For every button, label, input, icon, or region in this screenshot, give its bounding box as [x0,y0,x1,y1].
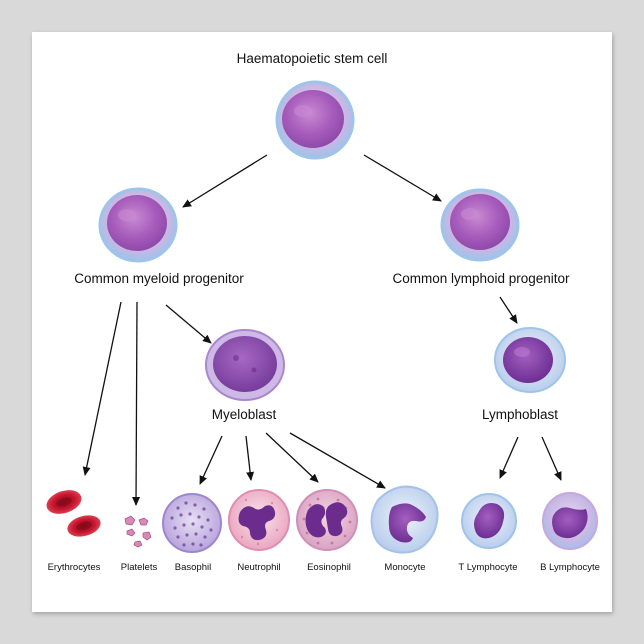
b-lymphocyte-image [542,492,598,550]
arrow-lymphoblast-to-t-lymphocyte [499,436,519,479]
lymphoid-progenitor-image [440,188,520,262]
label-platelets: Platelets [121,562,158,573]
arrow-stem-to-lymphoid [363,154,442,202]
label-erythrocytes: Erythrocytes [48,562,101,573]
myeloid-progenitor-image [98,187,178,263]
label-stem-cell: Haematopoietic stem cell [237,51,388,66]
t-lymphocyte-image [461,493,517,549]
stem-cell-image [275,80,355,160]
arrow-lymphoblast-to-b-lymphocyte [541,436,562,481]
basophil-image [162,493,222,553]
lymphoblast-image [494,327,566,393]
label-lymphoid-progenitor: Common lymphoid progenitor [392,271,570,286]
arrow-stem-to-myeloid [182,154,268,208]
arrow-myeloblast-to-eosinophil [265,432,319,483]
label-basophil: Basophil [175,562,211,573]
monocyte-image [370,485,439,554]
arrow-myeloid-to-platelets [132,301,141,506]
myeloblast-image [205,329,285,401]
arrow-myeloid-to-erythrocytes [82,301,122,476]
arrow-lymphoid-to-lymphoblast [499,296,518,324]
arrow-myeloblast-to-basophil [199,435,223,485]
label-myeloblast: Myeloblast [212,407,277,422]
arrow-myeloblast-to-monocyte [289,432,386,489]
label-eosinophil: Eosinophil [307,562,351,573]
arrow-myeloid-to-myeloblast [165,304,212,344]
label-myeloid-progenitor: Common myeloid progenitor [74,271,244,286]
label-lymphoblast: Lymphoblast [482,407,558,422]
label-monocyte: Monocyte [384,562,425,573]
label-neutrophil: Neutrophil [237,562,280,573]
erythrocytes-image [46,490,101,537]
platelets-image [124,515,152,548]
label-t-lymphocyte: T Lymphocyte [458,562,517,573]
eosinophil-image [296,489,358,551]
arrow-myeloblast-to-neutrophil [245,435,255,481]
neutrophil-image [228,489,290,551]
label-b-lymphocyte: B Lymphocyte [540,562,600,573]
